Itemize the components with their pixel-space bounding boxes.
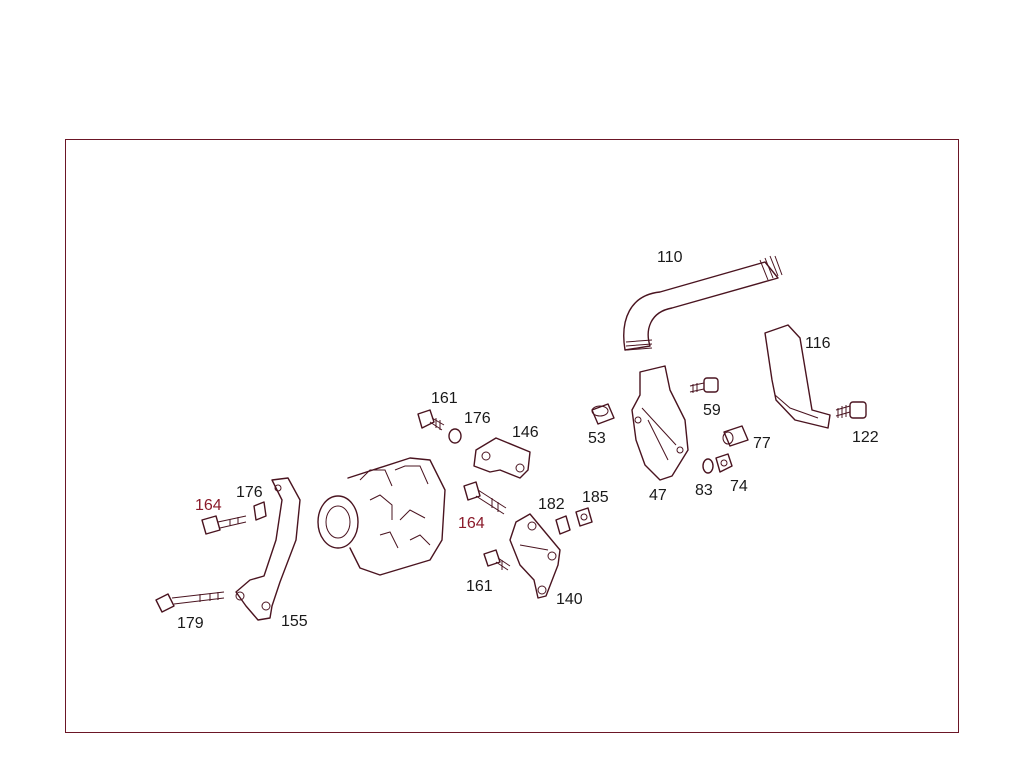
part-53-sleeve[interactable]: [591, 403, 615, 425]
part-47-cover[interactable]: [631, 365, 689, 481]
part-140-bracket[interactable]: [509, 513, 561, 599]
part-59-plug[interactable]: [689, 377, 719, 393]
part-164-bolt-middle[interactable]: [463, 481, 507, 515]
label-146: 146: [512, 424, 539, 441]
label-185: 185: [582, 489, 609, 506]
alternator: [317, 457, 446, 576]
part-116-shield[interactable]: [764, 324, 831, 429]
label-53: 53: [588, 430, 606, 447]
part-176-washer-left[interactable]: [253, 501, 267, 521]
label-161-upper: 161: [431, 390, 458, 407]
label-110: 110: [657, 249, 683, 266]
label-77: 77: [753, 435, 771, 452]
part-83-washer[interactable]: [702, 458, 714, 474]
part-179-bolt[interactable]: [155, 591, 225, 613]
part-161-bolt-upper[interactable]: [417, 409, 445, 431]
part-77-coupling[interactable]: [722, 425, 749, 447]
label-74: 74: [730, 478, 748, 495]
label-122: 122: [852, 429, 879, 446]
label-164-left: 164: [195, 497, 222, 514]
label-83: 83: [695, 482, 713, 499]
part-146-bracket[interactable]: [473, 437, 531, 479]
part-164-bolt-left[interactable]: [201, 515, 247, 535]
part-185-nut[interactable]: [575, 507, 593, 527]
label-47: 47: [649, 487, 667, 504]
part-122-plug[interactable]: [835, 401, 867, 419]
part-110-tube[interactable]: [623, 255, 783, 351]
part-182-washer[interactable]: [555, 515, 571, 535]
part-176-washer-upper[interactable]: [448, 428, 462, 444]
label-59: 59: [703, 402, 721, 419]
label-155: 155: [281, 613, 308, 630]
label-164-middle: 164: [458, 515, 485, 532]
part-74-nut[interactable]: [715, 453, 733, 473]
label-176-upper: 176: [464, 410, 491, 427]
label-116: 116: [805, 335, 831, 352]
label-161-lower: 161: [466, 578, 493, 595]
label-182: 182: [538, 496, 565, 513]
label-179: 179: [177, 615, 204, 632]
label-176-left: 176: [236, 484, 263, 501]
part-161-bolt-lower[interactable]: [483, 549, 511, 571]
label-140: 140: [556, 591, 583, 608]
diagram-frame: [65, 139, 959, 733]
part-155-bracket[interactable]: [235, 477, 301, 621]
